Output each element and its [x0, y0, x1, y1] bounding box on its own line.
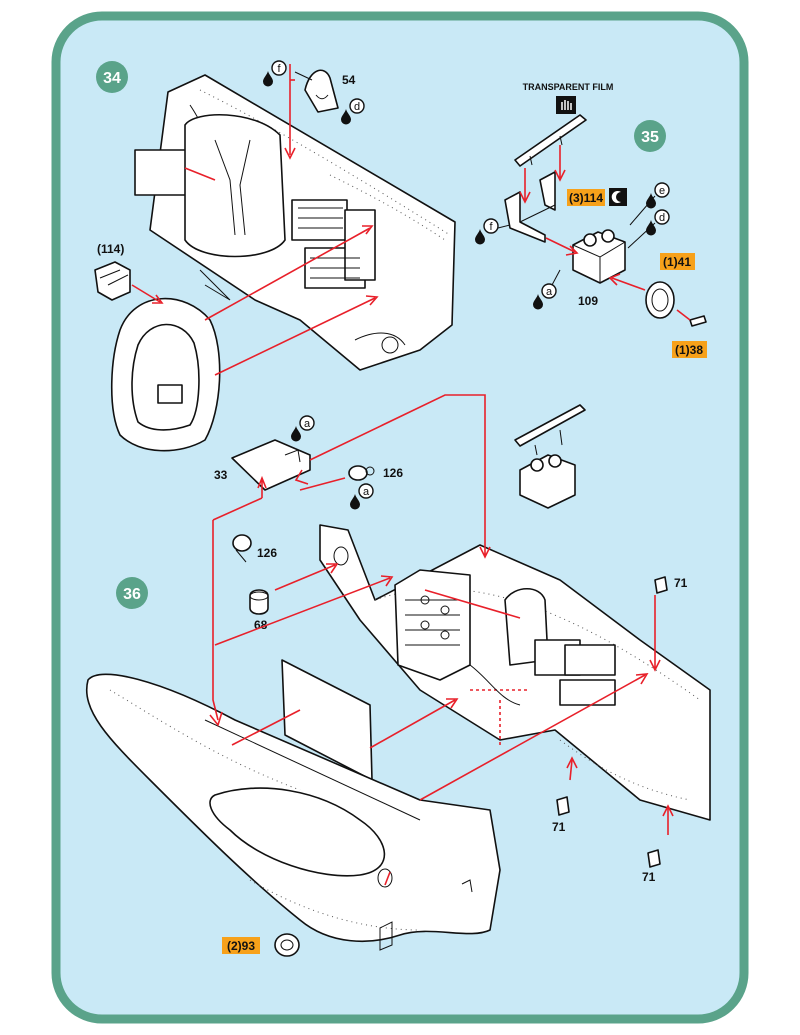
- assembly-arrows-36: [209, 394, 674, 886]
- transparent-film-label: TRANSPARENT FILM: [523, 82, 614, 92]
- gunsight-body-109: [572, 229, 626, 284]
- assembly-arrows-34: [131, 64, 379, 376]
- tag-93: (2)93: [222, 937, 260, 954]
- svg-text:(1)38: (1)38: [675, 343, 703, 357]
- rudder-pedal-126-b: [232, 534, 252, 563]
- part-68: [249, 589, 269, 615]
- lens-part-41: [645, 281, 675, 319]
- svg-text:36: 36: [123, 586, 141, 603]
- svg-text:a: a: [363, 486, 370, 498]
- paint-f-34: f: [263, 60, 287, 87]
- part-126-label-b: 126: [257, 546, 277, 560]
- clear-glue-icon: [609, 188, 627, 206]
- part-71-label-a: 71: [674, 576, 688, 590]
- pin-71-b: [556, 796, 570, 816]
- tag-41: (1)41: [660, 253, 695, 270]
- svg-text:f: f: [277, 63, 281, 75]
- gunsight-bracket: [504, 171, 556, 243]
- svg-text:(2)93: (2)93: [227, 939, 255, 953]
- paint-e-35: e: [646, 182, 670, 209]
- paint-f-35: f: [475, 218, 499, 245]
- svg-text:e: e: [659, 185, 665, 197]
- assembly-arrows-35: [519, 145, 691, 321]
- hand-icon: [556, 96, 576, 114]
- part-71-label-c: 71: [642, 870, 656, 884]
- paint-a1-36: a: [291, 415, 315, 442]
- lens-part-38: [689, 315, 707, 327]
- step-34-badge: 34: [96, 61, 128, 93]
- svg-text:a: a: [546, 286, 553, 298]
- step-35-badge: 35: [634, 120, 666, 152]
- rudder-pedal-126-a: [348, 465, 375, 481]
- svg-text:35: 35: [641, 129, 659, 146]
- svg-text:d: d: [354, 101, 360, 113]
- pin-71-a: [654, 576, 668, 594]
- part-114-label: (114): [97, 242, 124, 256]
- cockpit-fuselage-34: [134, 74, 456, 371]
- part-54-label: 54: [342, 73, 356, 87]
- part-71-label-b: 71: [552, 820, 566, 834]
- tag-38: (1)38: [672, 341, 707, 358]
- reflector-glass: [514, 114, 587, 167]
- svg-text:d: d: [659, 212, 665, 224]
- seat-back-part-54: [304, 69, 339, 113]
- part-93-washer: [274, 933, 300, 957]
- svg-text:34: 34: [103, 70, 121, 87]
- pin-71-c: [647, 849, 661, 868]
- svg-text:(3)114: (3)114: [569, 191, 603, 205]
- part-109-label: 109: [578, 294, 598, 308]
- step-36-badge: 36: [116, 577, 148, 609]
- paint-d-34: d: [341, 98, 365, 125]
- paint-a2-36: a: [350, 483, 374, 510]
- part-126-label-a: 126: [383, 466, 403, 480]
- gunsight-assembly-installed: [514, 404, 586, 509]
- svg-text:(1)41: (1)41: [663, 255, 691, 269]
- paint-d-35: d: [646, 209, 670, 236]
- paint-a-35: a: [533, 283, 557, 310]
- part-33-label: 33: [214, 468, 228, 482]
- svg-text:f: f: [489, 221, 493, 233]
- canopy-frame-114: [94, 261, 131, 301]
- windscreen-frame: [110, 297, 221, 452]
- left-fuselage-half: [85, 673, 501, 951]
- tag-114: (3)114: [567, 189, 605, 206]
- svg-text:a: a: [304, 418, 311, 430]
